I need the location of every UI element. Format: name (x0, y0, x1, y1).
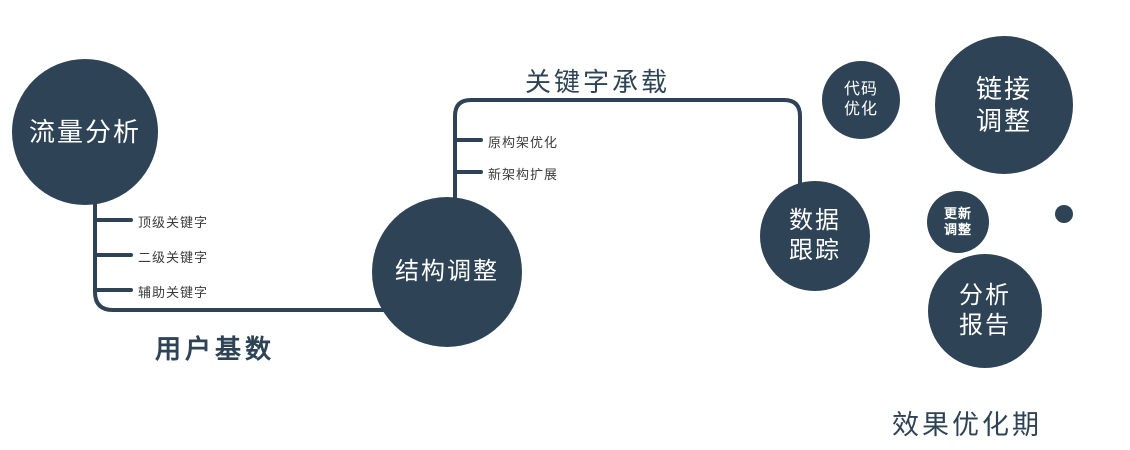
node-data-tracking-line2: 跟踪 (789, 237, 841, 264)
branch-label-original-architecture: 原构架优化 (488, 135, 559, 150)
node-traffic-analysis-label: 流量分析 (28, 116, 141, 147)
node-code-optimization-line2: 优化 (843, 101, 878, 118)
node-structure-adjustment-label: 结构调整 (395, 258, 499, 285)
connector-structure-to-tracking (453, 98, 802, 202)
node-code-optimization: 代码 优化 (822, 61, 900, 139)
node-link-adjustment-line2: 调整 (975, 106, 1032, 136)
node-analysis-report: 分析 报告 (928, 254, 1042, 368)
caption-effect-optimization-period: 效果优化期 (892, 410, 1042, 440)
node-update-adjustment-line2: 调整 (943, 222, 972, 237)
node-data-tracking-line1: 数据 (789, 207, 841, 234)
edge-label-user-base: 用户基数 (155, 334, 276, 364)
branch-label-top-keywords: 顶级关键字 (138, 215, 209, 230)
node-traffic-analysis: 流量分析 (12, 59, 158, 205)
node-link-adjustment-line1: 链接 (975, 73, 1032, 104)
node-analysis-report-line2: 报告 (959, 312, 1011, 339)
node-update-adjustment: 更新 调整 (927, 191, 989, 253)
node-small-dot (1055, 205, 1073, 223)
node-structure-adjustment: 结构调整 (372, 197, 522, 347)
connector-traffic-to-structure (93, 196, 385, 312)
node-link-adjustment: 链接 调整 (935, 36, 1073, 174)
branch-label-auxiliary-keywords: 辅助关键字 (138, 285, 209, 300)
branch-label-new-architecture: 新架构扩展 (488, 167, 559, 182)
node-update-adjustment-line1: 更新 (943, 205, 972, 221)
node-analysis-report-line1: 分析 (959, 282, 1011, 309)
edge-label-keyword-bearing: 关键字承载 (525, 67, 671, 97)
node-data-tracking: 数据 跟踪 (760, 181, 870, 291)
node-code-optimization-line1: 代码 (843, 81, 878, 98)
branch-label-second-keywords: 二级关键字 (138, 250, 209, 265)
